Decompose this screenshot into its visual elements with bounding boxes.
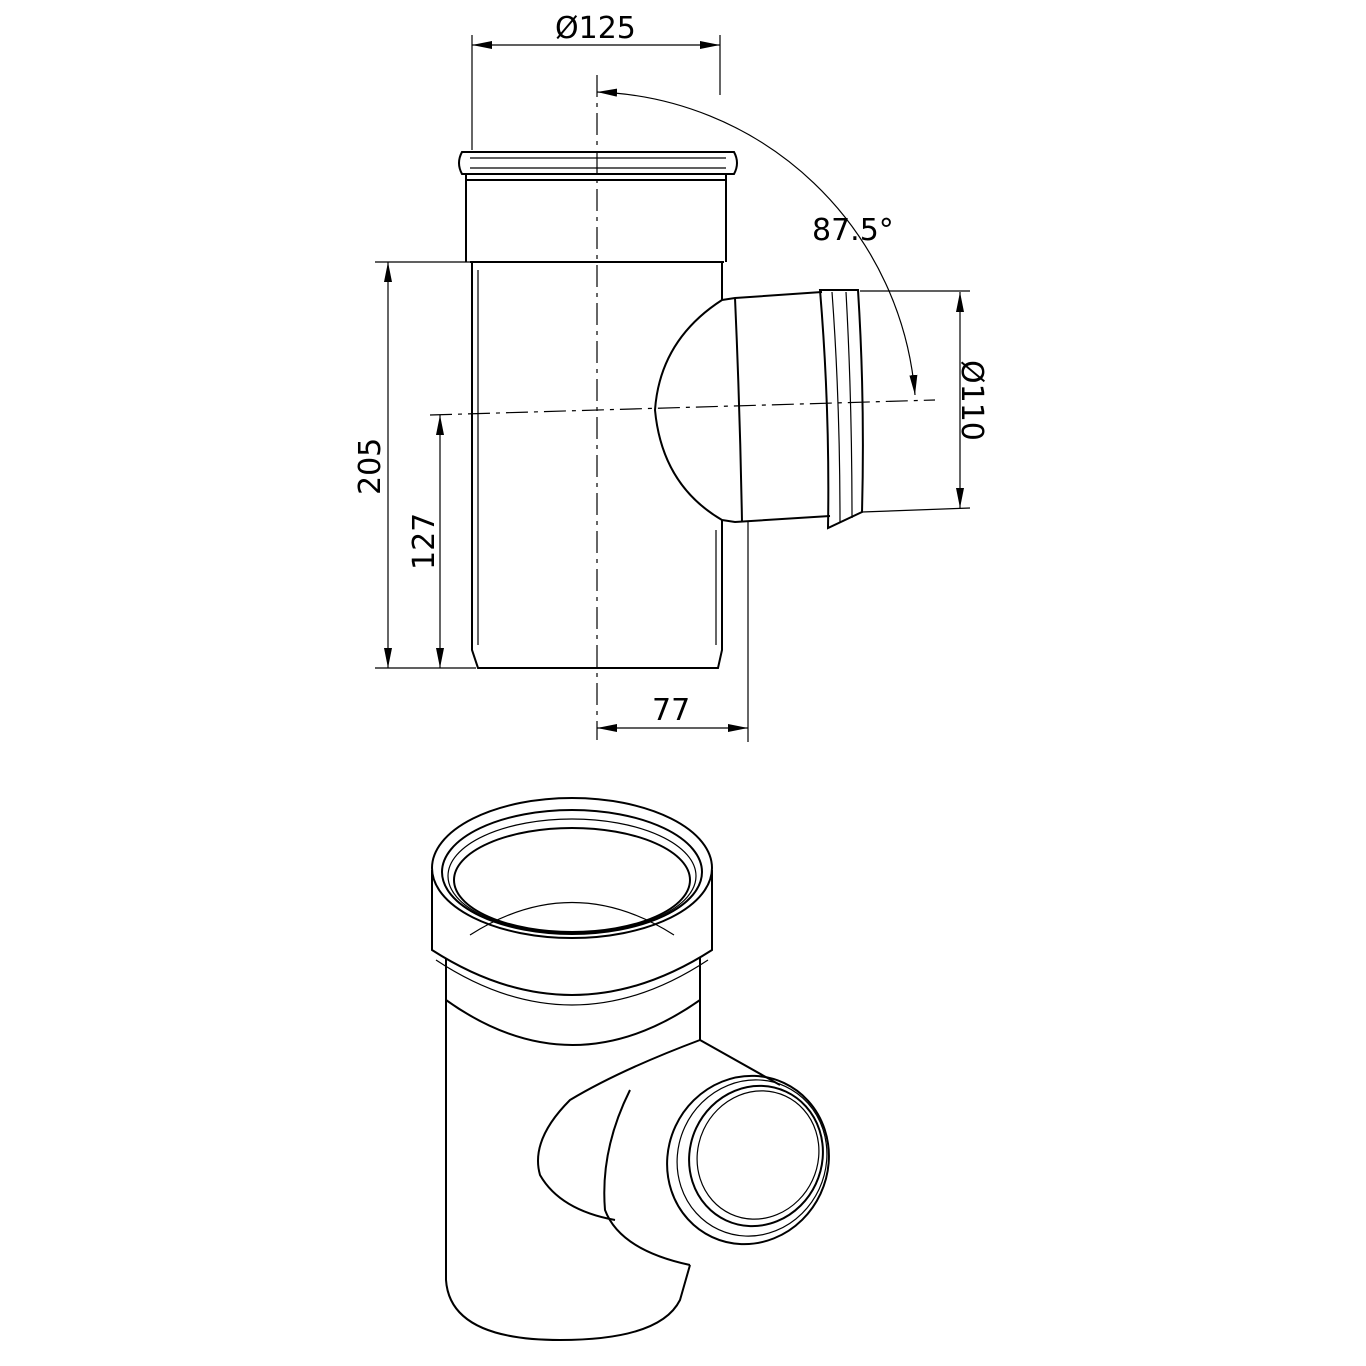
branch-height-label: 127 (407, 513, 442, 570)
branch-saddle (653, 299, 723, 521)
branch-centerline (429, 399, 936, 416)
branch-diameter-label: Ø110 (954, 360, 989, 441)
branch-socket-seal (818, 289, 864, 530)
side-view (429, 75, 936, 740)
angle-label: 87.5° (812, 213, 894, 248)
main-diameter-label: Ø125 (555, 11, 636, 46)
dimensions: Ø125 87.5° Ø110 205 127 77 (353, 11, 989, 742)
main-socket-seal (458, 151, 738, 175)
isometric-view (431, 797, 830, 1342)
branch-offset-label: 77 (652, 693, 690, 728)
main-socket (465, 174, 727, 262)
overall-height-label: 205 (353, 438, 388, 495)
